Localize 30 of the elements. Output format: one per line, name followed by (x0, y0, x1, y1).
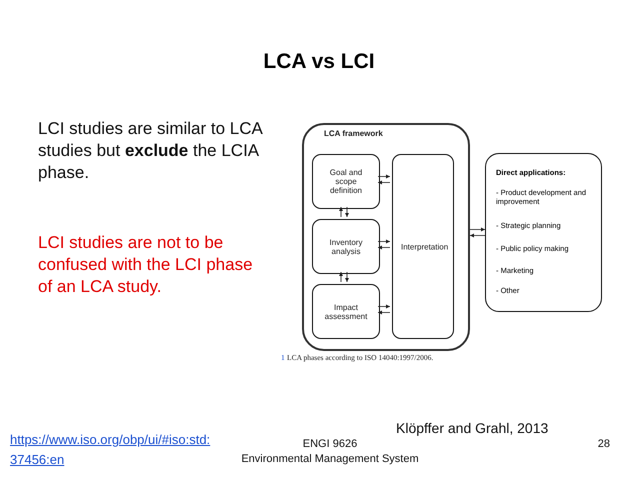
box-label: Inventory analysis (328, 237, 364, 256)
url-link: https://www.iso.org/obp/ui/#iso:std:37456:en (10, 431, 212, 469)
citation: Klöpffer and Grahl, 2013 (396, 420, 548, 436)
arrow (378, 180, 390, 184)
process-box (312, 154, 380, 209)
arrow (339, 206, 343, 218)
arrow (378, 240, 390, 244)
applications-box (485, 153, 602, 312)
arrow (470, 228, 486, 232)
process-box (312, 219, 380, 274)
warning-paragraph: LCI studies are not to be confused with the LCI phase of an LCA study. (38, 232, 254, 298)
box-label: Impact assessment (324, 302, 368, 321)
arrow (470, 234, 486, 238)
box-label: Goal and scope definition (328, 168, 364, 196)
arrow (345, 206, 349, 218)
arrow (339, 272, 343, 282)
framework-box (302, 123, 470, 351)
course-name: Environmental Management System (240, 453, 420, 465)
paragraph: LCI studies are similar to LCA studies but exclude the LCIA phase. (38, 118, 264, 184)
page-number: 28 (596, 438, 610, 450)
arrow (345, 272, 349, 282)
arrow (378, 310, 390, 314)
arrow (378, 174, 390, 178)
process-box (392, 154, 454, 339)
frame-heading: LCA framework (324, 129, 383, 138)
slide-title: LCA vs LCI (262, 50, 376, 74)
course-code: ENGI 9626 (302, 438, 358, 450)
arrow (378, 246, 390, 250)
arrow (378, 304, 390, 308)
process-box (312, 284, 380, 339)
